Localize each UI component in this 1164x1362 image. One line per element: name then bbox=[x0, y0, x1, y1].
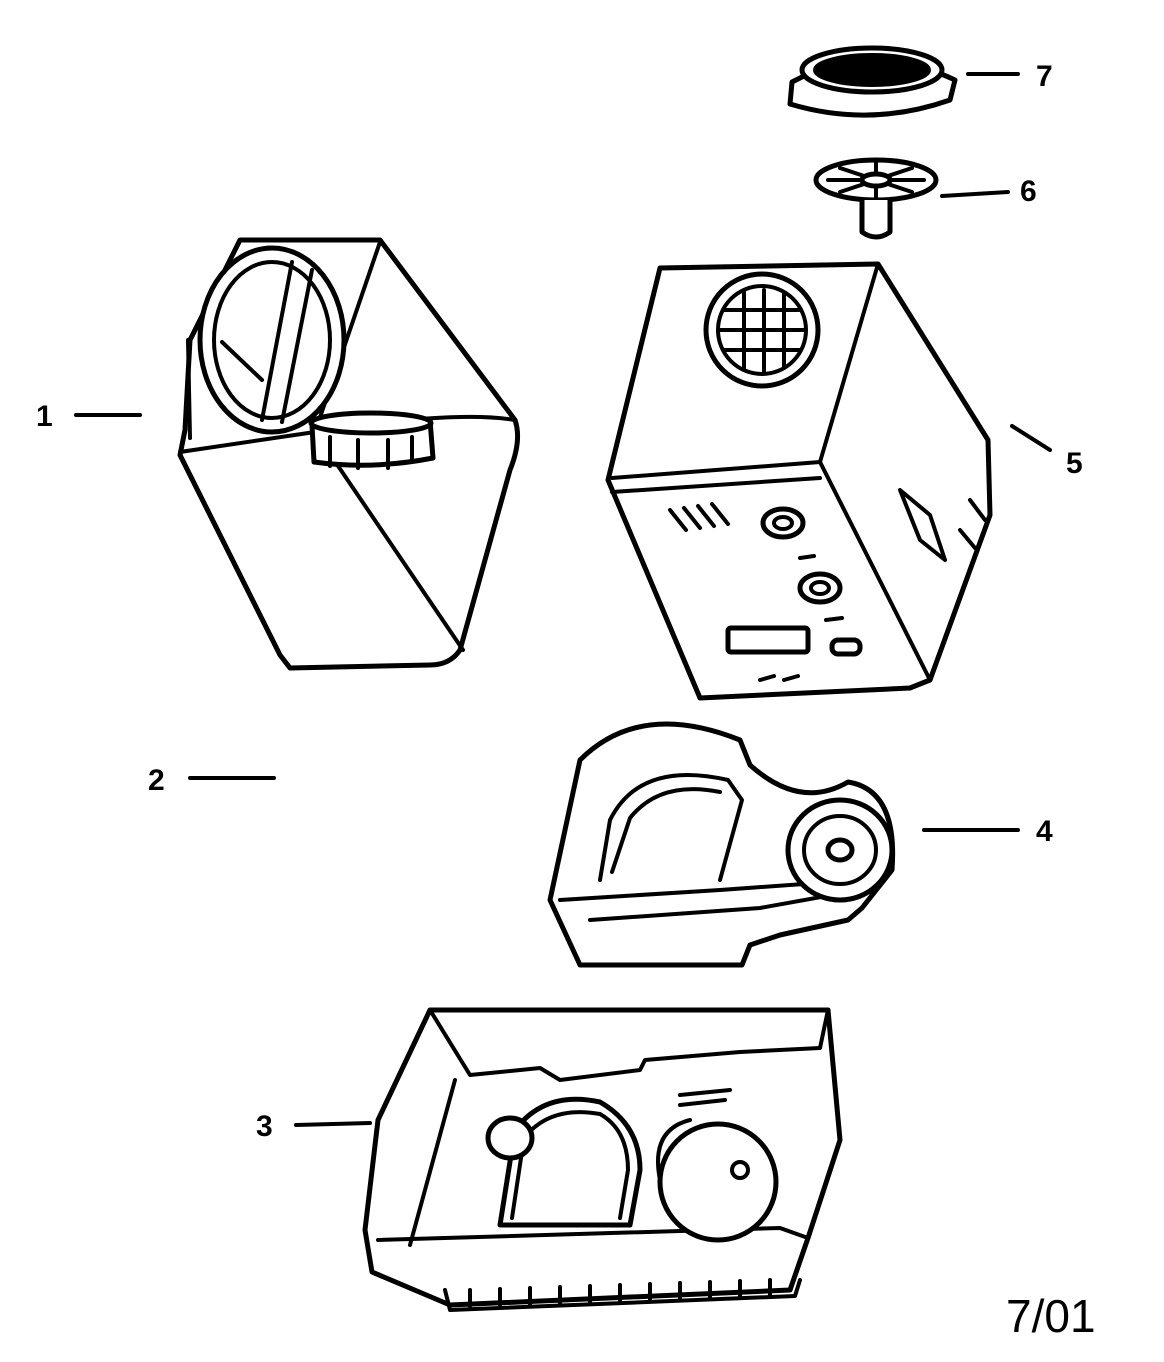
callout-labels: 1 2 3 4 5 6 7 bbox=[36, 60, 1083, 1143]
leader-line-5 bbox=[1010, 424, 1052, 452]
part-2-tank-cap bbox=[308, 410, 436, 470]
callout-6: 6 bbox=[1020, 175, 1037, 208]
callout-4: 4 bbox=[1036, 815, 1053, 848]
leader-lines bbox=[74, 72, 1052, 1127]
callout-1: 1 bbox=[36, 400, 53, 433]
callout-7: 7 bbox=[1036, 60, 1053, 93]
revision-date: 7/01 bbox=[1006, 1290, 1096, 1342]
callout-2: 2 bbox=[148, 764, 165, 797]
part-5-main-housing bbox=[605, 261, 993, 701]
leader-line-3 bbox=[294, 1121, 372, 1127]
part-3-base bbox=[362, 1007, 843, 1312]
part-7-filter-cap bbox=[787, 45, 958, 118]
part-6-filter-element bbox=[813, 157, 939, 240]
part-4-base-insert bbox=[547, 721, 896, 968]
callout-3: 3 bbox=[256, 1110, 273, 1143]
leader-line-6 bbox=[940, 190, 1010, 198]
callout-5: 5 bbox=[1066, 447, 1083, 480]
